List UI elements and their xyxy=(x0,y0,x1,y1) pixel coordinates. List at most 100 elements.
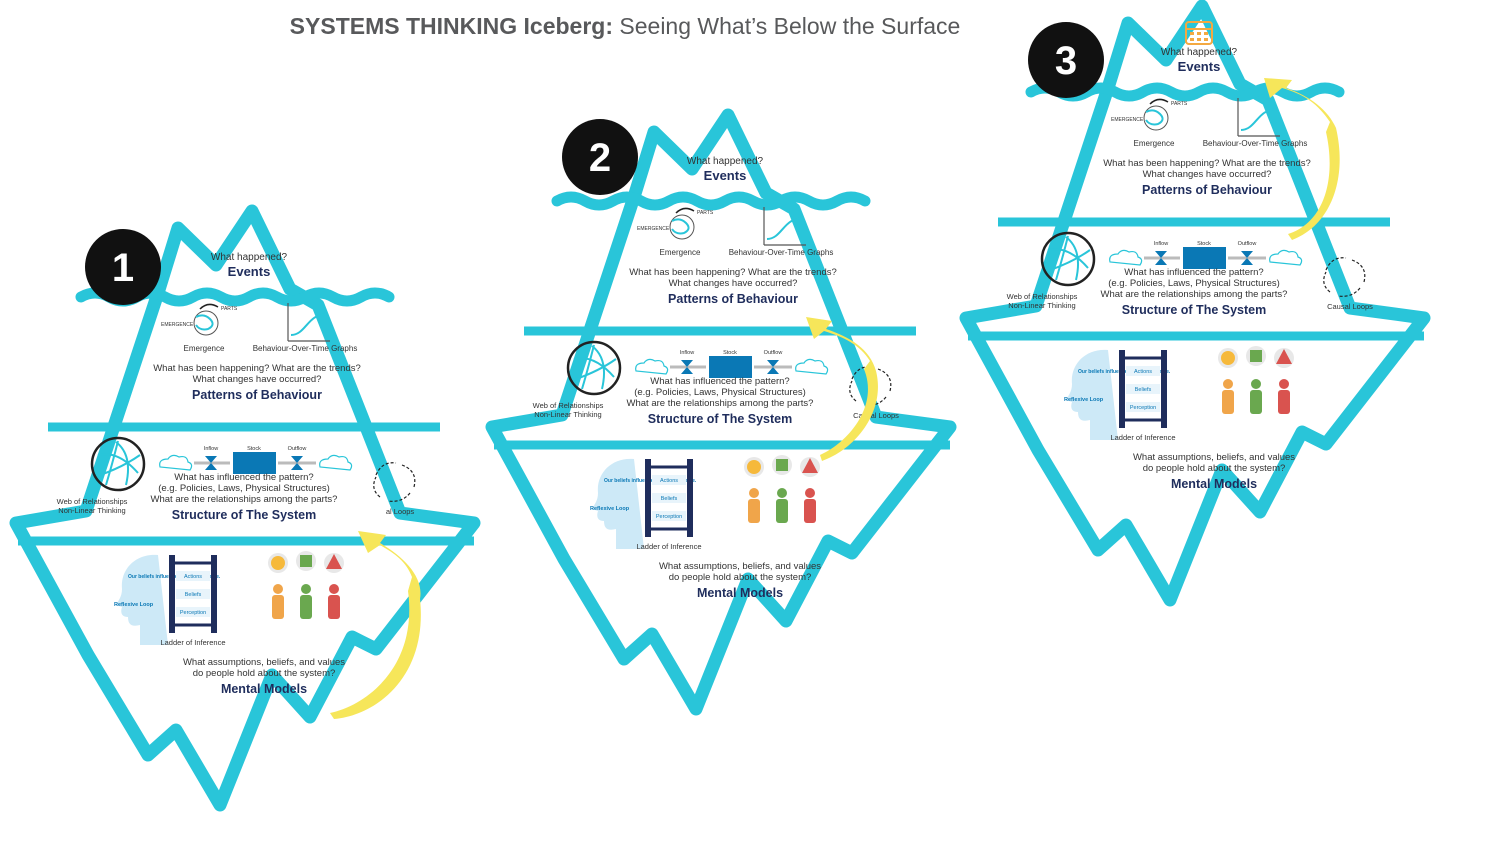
structure-section: Web of Relationships Non-Linear Thinking… xyxy=(533,340,899,426)
inflow-label: Inflow xyxy=(680,350,694,356)
structure-question-1: What has influenced the pattern? xyxy=(174,472,313,483)
number-badge: 1 xyxy=(85,229,161,305)
parts-label: PARTS xyxy=(221,306,238,312)
outflow-valve-icon xyxy=(767,360,779,374)
emergence-label: Emergence xyxy=(660,248,701,257)
web-of-relationships-icon xyxy=(90,436,146,492)
events-section: What happened? Events xyxy=(687,156,764,183)
mental-question-2: do people hold about the system? xyxy=(1143,463,1286,474)
perception-label: Perception xyxy=(180,610,206,616)
outflow-label: Outflow xyxy=(1238,241,1257,247)
cloud-left-icon xyxy=(159,454,193,471)
stock-box xyxy=(233,452,276,474)
events-question: What happened? xyxy=(1161,47,1238,58)
behaviour-graph-icon xyxy=(1237,98,1280,137)
number-badge: 2 xyxy=(562,119,638,195)
actions-label: Actions xyxy=(660,478,678,484)
structure-question-1: What has influenced the pattern? xyxy=(650,376,789,387)
patterns-question-2: What changes have occurred? xyxy=(669,278,798,289)
structure-heading: Structure of The System xyxy=(1122,303,1266,317)
people-thinking-icon xyxy=(744,455,820,523)
structure-question-3: What are the relationships among the par… xyxy=(1101,289,1288,300)
emergence-label: Emergence xyxy=(1134,139,1175,148)
iceberg-1: What happened? Events PARTS EMERGENCE Em… xyxy=(9,204,481,812)
events-heading: Events xyxy=(228,264,271,279)
reflexive-loop-label: Reflexive Loop xyxy=(114,602,154,608)
web-label-2: Non-Linear Thinking xyxy=(58,506,125,515)
emergence-icon: PARTS EMERGENCE xyxy=(637,207,714,240)
patterns-question-1: What has been happening? What are the tr… xyxy=(1103,158,1311,169)
iceberg-2: What happened? Events PARTS EMERGENCE Em… xyxy=(485,108,957,716)
waterline xyxy=(1025,82,1345,102)
stock-box xyxy=(1183,247,1226,269)
ladder-label: Ladder of Inference xyxy=(160,638,225,647)
causal-loops-label: al Loops xyxy=(386,507,415,516)
head-silhouette-icon xyxy=(1066,349,1118,440)
outflow-label: Outflow xyxy=(288,446,307,452)
graph-label: Behaviour-Over-Time Graphs xyxy=(729,248,834,257)
outflow-valve-icon xyxy=(1241,251,1253,265)
web-of-relationships-icon xyxy=(1040,231,1096,287)
emergence-label: Emergence xyxy=(184,344,225,353)
graph-label: Behaviour-Over-Time Graphs xyxy=(1203,139,1308,148)
causal-loops-label: Causal Loops xyxy=(1327,302,1373,311)
mental-models-section: Our beliefs influence what we observe. R… xyxy=(114,551,345,696)
iceberg-outline xyxy=(9,204,481,812)
web-label-2: Non-Linear Thinking xyxy=(534,410,601,419)
web-of-relationships-icon xyxy=(566,340,622,396)
patterns-question-1: What has been happening? What are the tr… xyxy=(629,267,837,278)
cloud-left-icon xyxy=(635,358,669,375)
mental-question-2: do people hold about the system? xyxy=(193,668,336,679)
iceberg-3: What happened? Events PARTS EMERGENCE Em… xyxy=(959,0,1431,607)
mental-models-section: Our beliefs influence what we observe. R… xyxy=(590,455,821,600)
number-badge: 3 xyxy=(1028,22,1104,98)
events-section: What happened? Events xyxy=(1161,21,1238,74)
emergence-small-label: EMERGENCE xyxy=(161,322,194,328)
structure-section: Web of Relationships Non-Linear Thinking… xyxy=(57,436,416,522)
structure-question-3: What are the relationships among the par… xyxy=(627,398,814,409)
structure-question-2: (e.g. Policies, Laws, Physical Structure… xyxy=(1108,278,1280,289)
patterns-section: PARTS EMERGENCE Emergence Behaviour-Over… xyxy=(629,207,837,306)
behaviour-graph-icon xyxy=(763,207,806,246)
mental-models-section: Our beliefs influence what we observe. R… xyxy=(1064,346,1295,491)
stock-flow-diagram: Inflow Stock Outflow xyxy=(159,446,353,474)
stock-label: Stock xyxy=(247,446,261,452)
calendar-icon xyxy=(1185,21,1213,45)
web-label-1: Web of Relationships xyxy=(1007,292,1078,301)
patterns-heading: Patterns of Behaviour xyxy=(668,292,798,306)
causal-loops-icon xyxy=(373,462,416,502)
stock-box xyxy=(709,356,752,378)
yellow-arrow xyxy=(1264,78,1340,240)
patterns-section: PARTS EMERGENCE Emergence Behaviour-Over… xyxy=(1103,98,1311,197)
yellow-arrow xyxy=(330,531,421,719)
stock-flow-diagram: Inflow Stock Outflow xyxy=(1109,241,1303,269)
stock-label: Stock xyxy=(723,350,737,356)
emergence-icon: PARTS EMERGENCE xyxy=(161,303,238,336)
perception-label: Perception xyxy=(656,514,682,520)
inflow-valve-icon xyxy=(1155,251,1167,265)
events-heading: Events xyxy=(1178,59,1221,74)
yellow-arrow xyxy=(806,317,878,461)
cloud-right-icon xyxy=(319,454,353,471)
events-question: What happened? xyxy=(211,252,288,263)
emergence-small-label: EMERGENCE xyxy=(637,226,670,232)
beliefs-label: Beliefs xyxy=(1135,387,1152,393)
reflexive-loop-label: Reflexive Loop xyxy=(590,506,630,512)
cloud-right-icon xyxy=(795,358,829,375)
structure-heading: Structure of The System xyxy=(172,508,316,522)
actions-label: Actions xyxy=(1134,369,1152,375)
structure-question-3: What are the relationships among the par… xyxy=(151,494,338,505)
outflow-label: Outflow xyxy=(764,350,783,356)
inflow-valve-icon xyxy=(205,456,217,470)
mental-models-heading: Mental Models xyxy=(697,586,783,600)
people-thinking-icon xyxy=(268,551,344,619)
people-thinking-icon xyxy=(1218,346,1294,414)
stock-label: Stock xyxy=(1197,241,1211,247)
ladder-label: Ladder of Inference xyxy=(636,542,701,551)
graph-label: Behaviour-Over-Time Graphs xyxy=(253,344,358,353)
structure-question-2: (e.g. Policies, Laws, Physical Structure… xyxy=(634,387,806,398)
mental-models-heading: Mental Models xyxy=(1171,477,1257,491)
structure-section: Web of Relationships Non-Linear Thinking… xyxy=(1007,231,1373,317)
perception-label: Perception xyxy=(1130,405,1156,411)
page-title: SYSTEMS THINKING Iceberg: Seeing What’s … xyxy=(0,13,1250,40)
